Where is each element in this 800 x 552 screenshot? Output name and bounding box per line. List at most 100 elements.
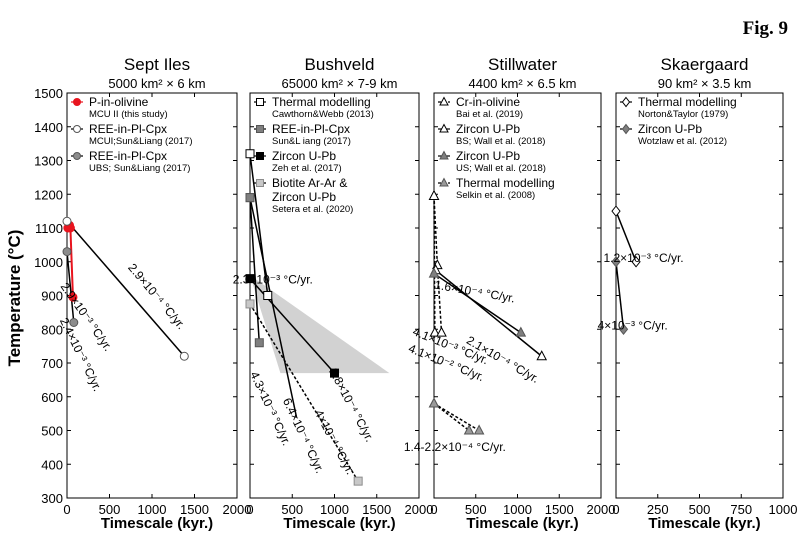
- panel-subtitle: 4400 km² × 6.5 km: [468, 76, 576, 91]
- series-line: [433, 402, 480, 432]
- series-line: [435, 269, 543, 357]
- y-tick-label: 800: [41, 322, 63, 337]
- panel-title: Bushveld: [305, 55, 375, 74]
- y-tick-label: 700: [41, 356, 63, 371]
- x-tick-label: 0: [246, 502, 253, 517]
- panel-subtitle: 90 km² × 3.5 km: [658, 76, 752, 91]
- legend-marker: [621, 123, 631, 135]
- legend-label: REE-in-Pl-Cpx: [272, 122, 350, 136]
- x-tick-label: 500: [465, 502, 487, 517]
- legend-marker: [621, 96, 631, 108]
- x-tick-label: 1000: [138, 502, 167, 517]
- data-point: [62, 247, 72, 257]
- data-point: [428, 397, 440, 408]
- legend-label: Zircon U-Pb: [272, 190, 336, 204]
- legend-marker: [73, 98, 81, 106]
- x-tick-label: 1500: [545, 502, 574, 517]
- rate-annotation: 4×10⁻³ °C/yr.: [598, 318, 668, 332]
- data-point: [436, 326, 447, 337]
- series-line: [249, 153, 269, 296]
- panel-subtitle: 5000 km² × 6 km: [108, 76, 205, 91]
- legend-marker: [256, 152, 264, 160]
- x-tick-label: 1500: [180, 502, 209, 517]
- x-axis-label: Timescale (kyr.): [466, 515, 578, 532]
- data-point: [463, 424, 475, 435]
- x-axis-label: Timescale (kyr.): [101, 515, 213, 532]
- legend-source: US; Wall et al. (2018): [456, 163, 546, 174]
- series-line: [433, 402, 470, 432]
- data-point: [62, 216, 72, 226]
- data-point: [254, 338, 264, 348]
- legend-label: Zircon U-Pb: [456, 149, 520, 163]
- x-tick-label: 750: [730, 502, 752, 517]
- data-point: [263, 291, 273, 300]
- y-tick-label: 500: [41, 424, 63, 439]
- legend-marker: [256, 179, 264, 187]
- data-point: [353, 476, 363, 486]
- legend-label: Thermal modelling: [456, 176, 555, 190]
- legend-source: BS; Wall et al. (2018): [456, 136, 545, 147]
- legend-label: Cr-in-olivine: [456, 95, 520, 109]
- panel-title: Sept Iles: [124, 55, 190, 74]
- series-line: [615, 210, 637, 263]
- x-tick-label: 1000: [769, 502, 798, 517]
- series-line: [249, 197, 298, 418]
- data-point: [429, 326, 441, 337]
- legend-source: Wotzlaw et al. (2012): [638, 136, 727, 147]
- series-line: [249, 197, 261, 343]
- x-tick-label: 1500: [362, 502, 391, 517]
- data-point: [179, 351, 189, 361]
- y-tick-label: 900: [41, 289, 63, 304]
- panel-title: Stillwater: [488, 55, 557, 74]
- legend-source: Cawthorn&Webb (2013): [272, 109, 374, 120]
- rate-annotation: 2.9×10⁻⁴ °C/yr.: [125, 261, 188, 332]
- legend-label: Zircon U-Pb: [272, 149, 336, 163]
- x-axis-label: Timescale (kyr.): [283, 515, 395, 532]
- legend-label: Thermal modelling: [638, 95, 737, 109]
- y-axis-label: Temperature (°C): [5, 230, 24, 367]
- legend-source: Sun&L iang (2017): [272, 136, 351, 147]
- legend-marker: [73, 125, 81, 133]
- x-tick-label: 2000: [405, 502, 434, 517]
- x-axis-label: Timescale (kyr.): [648, 515, 760, 532]
- legend-marker: [256, 98, 264, 106]
- y-tick-label: 600: [41, 390, 63, 405]
- legend-label: Biotite Ar-Ar &: [272, 176, 347, 190]
- data-point: [631, 255, 641, 268]
- data-point: [69, 318, 79, 327]
- y-tick-label: 1000: [34, 255, 63, 270]
- data-point: [428, 267, 440, 278]
- legend-label: REE-in-Pl-Cpx: [89, 149, 167, 163]
- x-tick-label: 2000: [587, 502, 616, 517]
- series-line: [66, 251, 75, 323]
- rate-annotation: 1.4-2.2×10⁻⁴ °C/yr.: [404, 440, 506, 454]
- legend-source: Zeh et al. (2017): [272, 163, 342, 174]
- y-tick-label: 400: [41, 457, 63, 472]
- data-point: [245, 274, 255, 284]
- panel-subtitle: 65000 km² × 7-9 km: [282, 76, 398, 91]
- data-point: [515, 326, 527, 337]
- series-line: [615, 261, 625, 330]
- legend-label: Zircon U-Pb: [638, 122, 702, 136]
- data-point: [245, 193, 255, 203]
- data-point: [68, 292, 78, 302]
- x-tick-label: 1000: [320, 502, 349, 517]
- legend-source: UBS; Sun&Liang (2017): [89, 163, 190, 174]
- x-tick-label: 1000: [503, 502, 532, 517]
- legend-marker: [73, 152, 81, 160]
- series-line: [433, 272, 522, 334]
- y-tick-label: 1200: [34, 187, 63, 202]
- data-point: [428, 189, 440, 200]
- y-tick-label: 1500: [34, 86, 63, 101]
- y-tick-label: 1400: [34, 120, 63, 135]
- rate-annotation: 1.2×10⁻³ °C/yr.: [603, 251, 683, 265]
- legend-label: Zircon U-Pb: [456, 122, 520, 136]
- data-point: [611, 205, 621, 217]
- legend-source: Selkin et al. (2008): [456, 190, 535, 201]
- x-tick-label: 0: [63, 502, 70, 517]
- legend-source: Norton&Taylor (1979): [638, 109, 728, 120]
- y-tick-label: 1100: [35, 221, 63, 236]
